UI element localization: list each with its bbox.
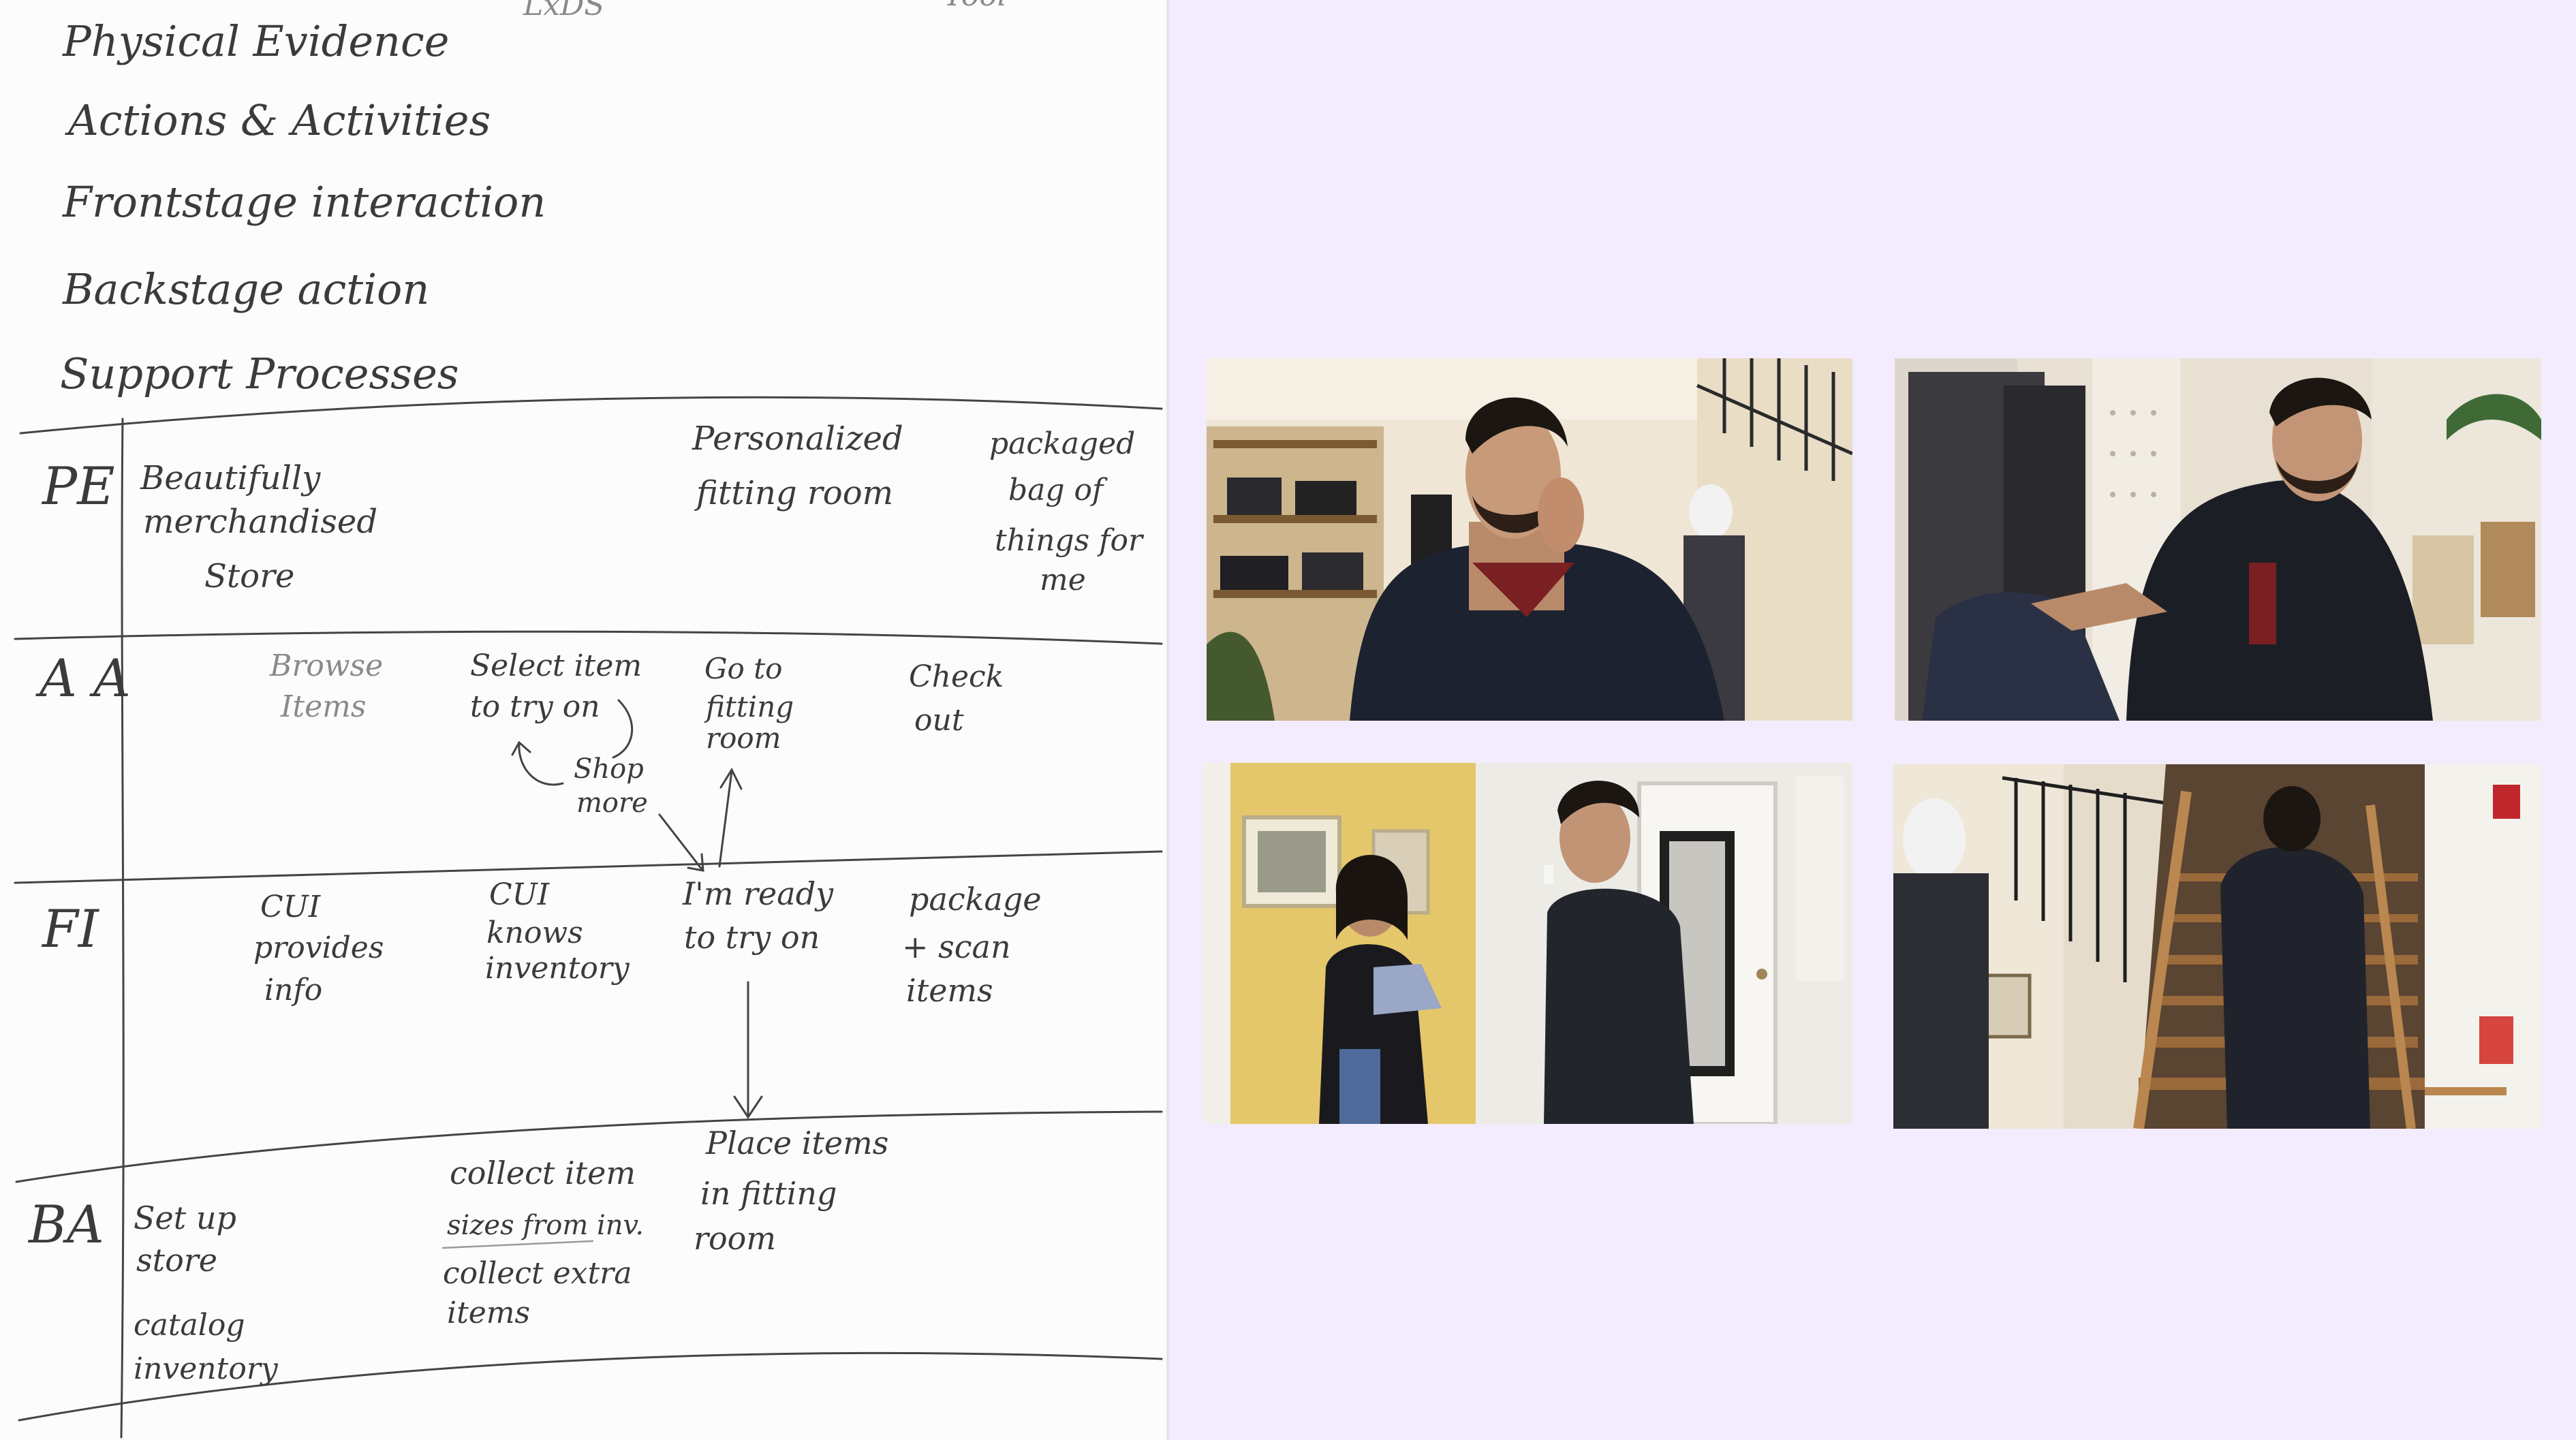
fi-item: + scan [902,928,1011,965]
ba-item: room [694,1220,776,1257]
pe-item: bag of [1008,473,1108,507]
aa-item: Shop [574,753,644,785]
ba-item: items [447,1296,530,1330]
ba-item: in fitting [700,1175,837,1212]
fi-item: I'm ready [682,875,834,912]
pe-item: fitting room [694,474,893,512]
legend-backstage-action: Backstage action [62,264,429,314]
fragment-text: Tool [944,0,1007,13]
legend-physical-evidence: Physical Evidence [62,16,449,66]
row-label-pe: PE [41,456,115,516]
legend-actions-activities: Actions & Activities [65,95,491,145]
row-divider-line [19,396,1163,435]
legend-support-processes: Support Processes [60,349,459,398]
ba-item: Place items [705,1125,888,1161]
row-divider-line [18,1351,1163,1422]
ba-item: inventory [134,1351,279,1386]
arrow-head [719,767,743,790]
curved-arrow [612,699,634,759]
fi-item: CUI [260,890,322,924]
fragment-text: LxDS [523,0,604,22]
row-divider-line [15,1110,1163,1183]
fi-item: package [909,881,1042,918]
fi-item: to try on [684,919,820,956]
aa-item: to try on [470,689,600,724]
fi-item: inventory [485,951,630,986]
photo-associate-with-headset [1203,763,1852,1124]
row-divider-line [14,630,1163,645]
row-label-fi: FI [41,898,100,959]
fi-item: CUI [489,877,550,912]
fi-item: provides [253,930,384,965]
pe-item: Personalized [692,420,903,458]
arrow-head [733,1095,763,1119]
aa-item: out [914,703,964,738]
column-divider-line [120,418,125,1439]
aa-item: Items [280,689,366,724]
aa-item: Browse [269,648,383,683]
aa-item: Select item [470,648,642,683]
pe-item: Store [204,557,294,595]
fi-item: items [906,972,993,1009]
ba-item: collect item [450,1155,636,1191]
fi-item: knows [486,915,583,950]
row-label-ba: BA [27,1194,104,1255]
aa-item: Check [909,659,1004,694]
aa-item: more [576,787,648,819]
arrow-line [658,813,703,871]
photo-man-browsing-coats [1895,358,2541,721]
pe-item: merchandised [143,503,377,541]
row-divider-line [14,850,1163,884]
photo-man-on-phone-in-store [1207,358,1852,721]
photo-man-on-staircase [1893,764,2541,1129]
curved-arrow [518,742,564,786]
ba-item: Set up [134,1200,236,1236]
arrow-head [687,853,704,872]
pe-item: me [1040,563,1086,597]
sketch-panel: LxDS Tool Physical Evidence Actions & Ac… [0,0,1169,1440]
underline [441,1240,594,1249]
arrow-line [718,770,733,868]
pe-item: Beautifully [140,459,321,497]
aa-item: Go to [704,652,782,685]
pe-item: packaged [989,426,1135,461]
ba-item: collect extra [443,1256,632,1291]
aa-item: room [706,721,781,755]
arrow-head [511,740,531,756]
ba-item: store [136,1242,217,1279]
aa-item: fitting [704,690,794,723]
ba-item: catalog [134,1308,245,1343]
row-label-aa: A A [35,648,131,708]
ba-item: sizes from inv. [447,1210,644,1241]
pe-item: things for [995,523,1145,558]
legend-frontstage-interaction: Frontstage interaction [62,177,546,227]
handwritten-blueprint-sketch: LxDS Tool Physical Evidence Actions & Ac… [14,0,1163,1439]
fi-item: info [264,973,322,1007]
